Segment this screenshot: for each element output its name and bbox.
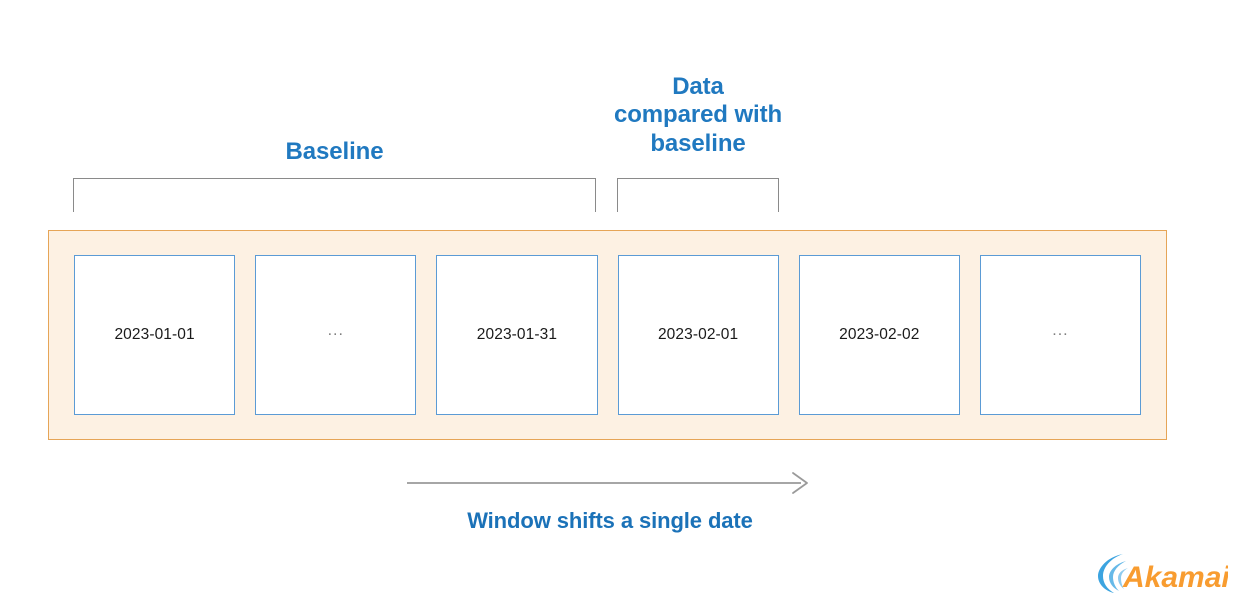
- date-cell: 2023-01-01: [74, 255, 236, 415]
- date-cell-label: 2023-01-01: [114, 326, 195, 343]
- akamai-wave-icon: [1098, 554, 1128, 593]
- date-cell: 2023-02-01: [617, 255, 779, 415]
- compared-label-line-1: Data: [672, 73, 724, 100]
- compared-bracket: [617, 178, 779, 212]
- date-cell-label: 2023-02-01: [657, 326, 739, 343]
- sliding-window-container: 2023-01-01... 2023-01-31 2023-02-01 2023-02…: [48, 230, 1167, 440]
- compared-label-line-3: baseline: [650, 129, 746, 157]
- akamai-logo: Akamai: [1093, 548, 1230, 598]
- date-cell: 2023-01-31: [436, 255, 598, 415]
- date-cell: ...: [255, 255, 417, 415]
- date-cell: ...: [979, 255, 1142, 415]
- date-cell-label: 2023-01-31: [476, 326, 558, 343]
- date-cell-label: ...: [327, 322, 344, 339]
- compared-with-baseline-label: Data compared with baseline: [600, 73, 796, 158]
- date-cell-label: ...: [1052, 322, 1069, 339]
- date-cell: 2023-02-02: [798, 255, 960, 415]
- baseline-label: Baseline: [285, 138, 384, 165]
- window-shift-caption: Window shifts a single date: [467, 508, 753, 533]
- baseline-bracket: [73, 178, 596, 212]
- compared-label-line-2: compared with: [613, 101, 783, 129]
- akamai-wordmark: Akamai: [1122, 561, 1228, 594]
- date-cell-label: 2023-02-02: [839, 326, 920, 343]
- shift-direction-arrow-icon: [405, 468, 815, 498]
